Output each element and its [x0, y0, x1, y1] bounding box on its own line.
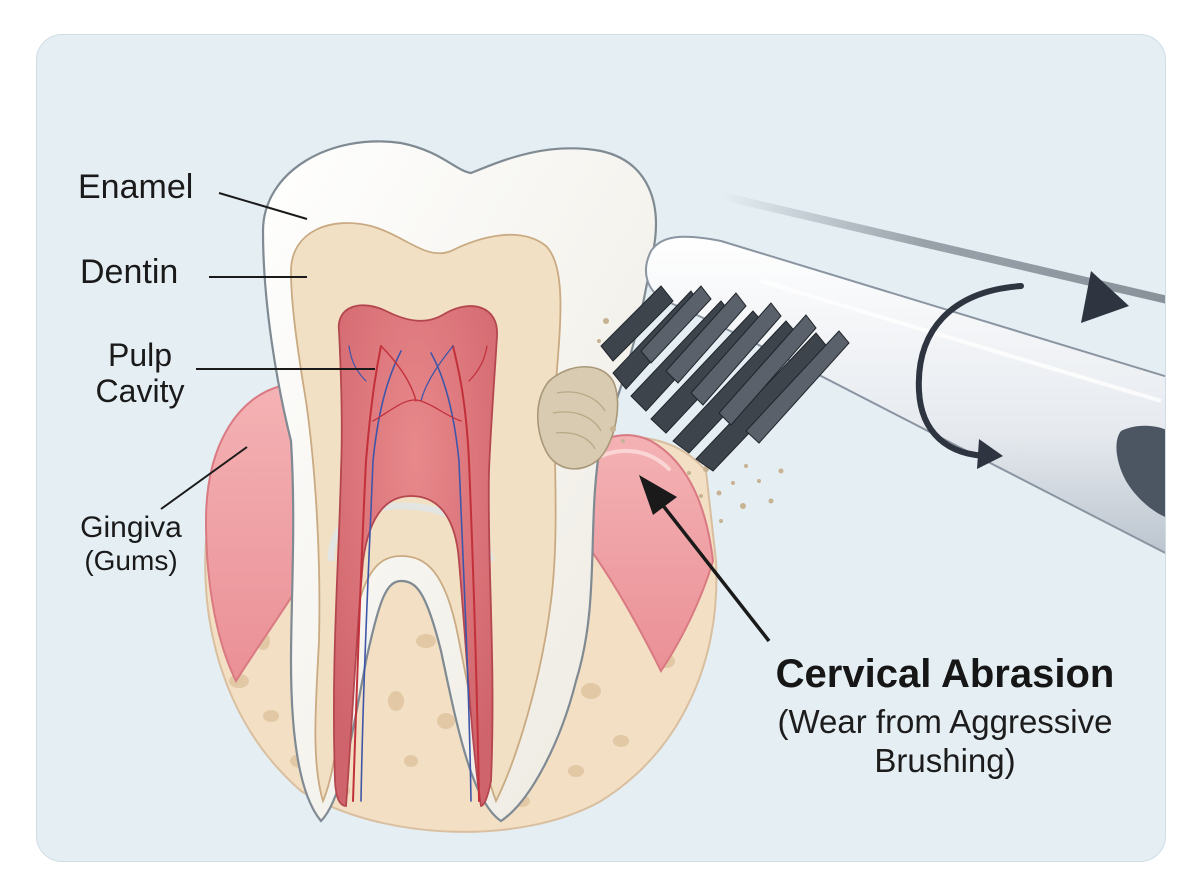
gingiva-tissue	[204, 384, 715, 684]
debris-particles	[597, 318, 784, 523]
diagram-panel	[36, 34, 1166, 862]
bristles	[600, 285, 850, 472]
tooth	[261, 140, 658, 823]
label-dentin: Dentin	[80, 253, 179, 291]
callout-subtitle-line1: (Wear from Aggressive	[777, 702, 1113, 740]
label-enamel: Enamel	[78, 168, 194, 206]
callout-title: Cervical Abrasion	[775, 652, 1115, 696]
label-pulp-line1: Pulp	[107, 337, 173, 373]
abrasion-pointer-arrow	[639, 475, 771, 643]
callout-cervical-abrasion: Cervical Abrasion (Wear from Aggressive …	[740, 652, 1150, 781]
rotation-arrow	[915, 283, 1024, 459]
label-gingiva-line1: Gingiva	[80, 511, 182, 544]
pulp-chamber	[333, 304, 498, 807]
blood-vessels	[348, 345, 488, 802]
leader-lines	[160, 192, 375, 510]
label-pulp-cavity: Pulp Cavity	[80, 337, 200, 410]
motion-arrowhead	[1081, 271, 1129, 323]
tooth-illustration	[160, 140, 1165, 833]
callout-subtitle-line2: Brushing)	[874, 741, 1016, 779]
label-pulp-line2: Cavity	[95, 372, 185, 409]
label-gingiva: Gingiva (Gums)	[56, 511, 206, 576]
label-gingiva-line2: (Gums)	[84, 544, 178, 576]
toothbrush	[600, 192, 1165, 554]
